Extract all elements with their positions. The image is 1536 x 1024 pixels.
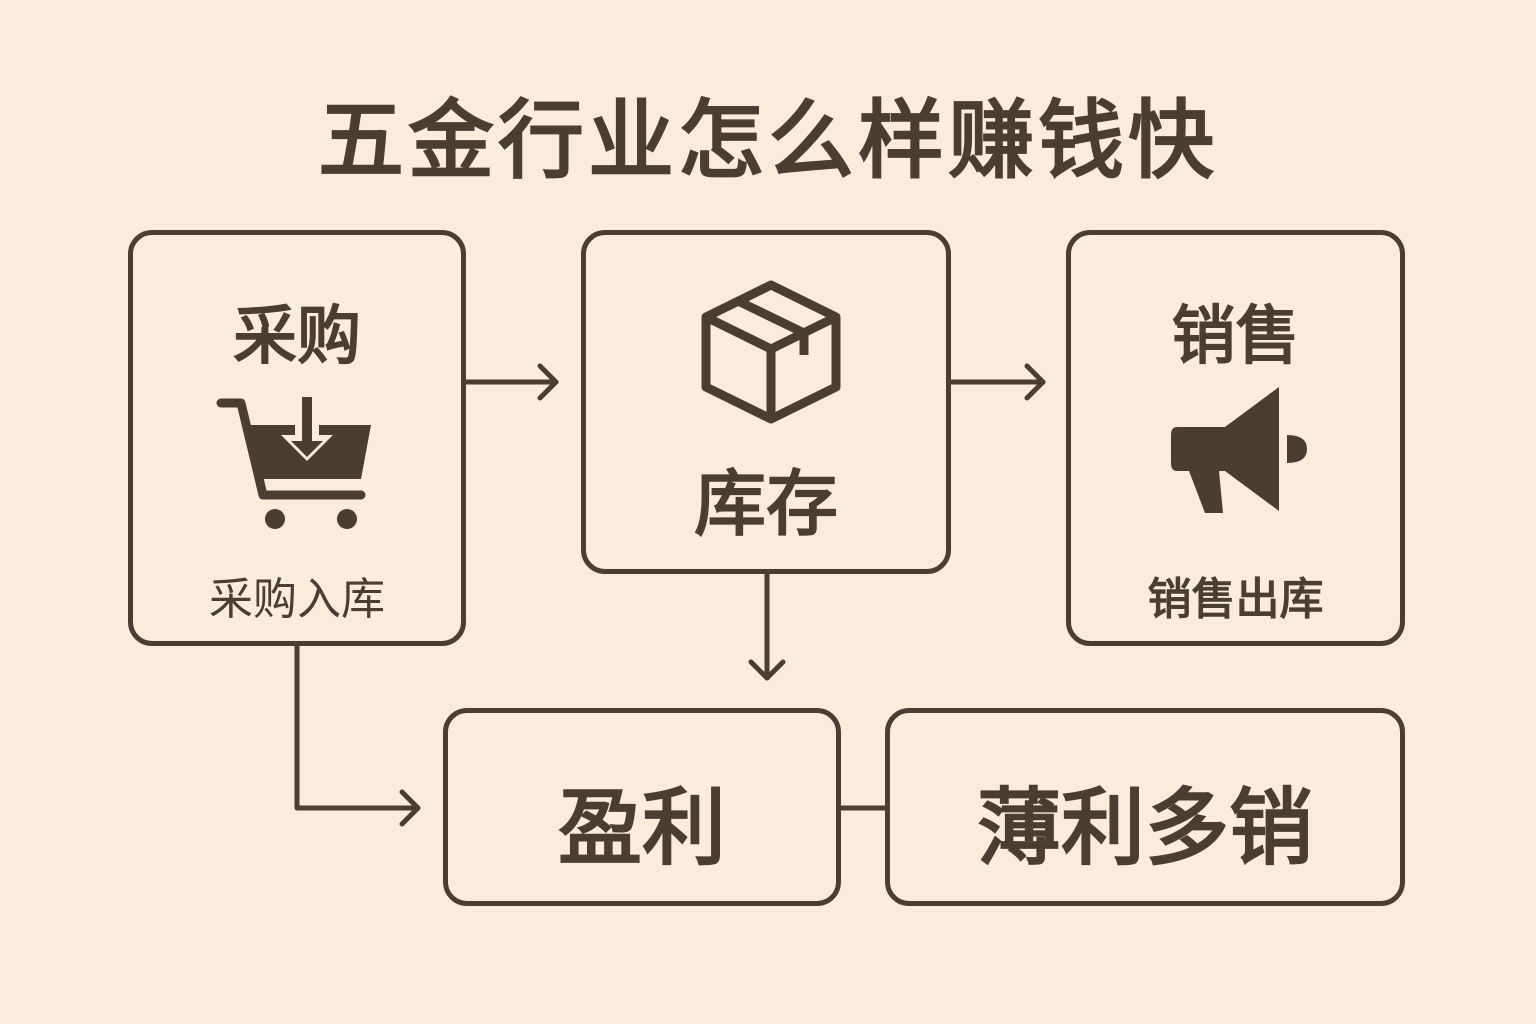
sales-heading: 销售 — [1171, 300, 1300, 374]
box-icon — [701, 280, 841, 424]
inventory-heading: 库存 — [693, 462, 838, 546]
strategy-box: 薄利多销 — [885, 708, 1405, 906]
purchase-caption: 采购入库 — [209, 574, 385, 625]
strategy-heading: 薄利多销 — [976, 779, 1313, 877]
sales-caption: 销售出库 — [1147, 574, 1324, 625]
profit-heading: 盈利 — [557, 779, 726, 877]
megaphone-icon — [1171, 387, 1307, 513]
purchase-heading: 采购 — [233, 300, 361, 374]
arrow-inventory-to-profit — [748, 570, 786, 681]
sales-box: 销售 销售出库 — [1066, 230, 1405, 646]
purchase-box: 采购 采购入库 — [128, 230, 466, 646]
diagram-title: 五金行业怎么样赚钱快 — [318, 91, 1218, 191]
arrow-inventory-to-sales — [947, 363, 1046, 401]
profit-box: 盈利 — [443, 708, 841, 906]
arrow-purchase-to-profit — [294, 642, 421, 827]
arrow-purchase-to-inventory — [462, 363, 559, 401]
shopping-cart-download-icon — [216, 397, 371, 529]
inventory-box: 库存 — [581, 230, 951, 574]
